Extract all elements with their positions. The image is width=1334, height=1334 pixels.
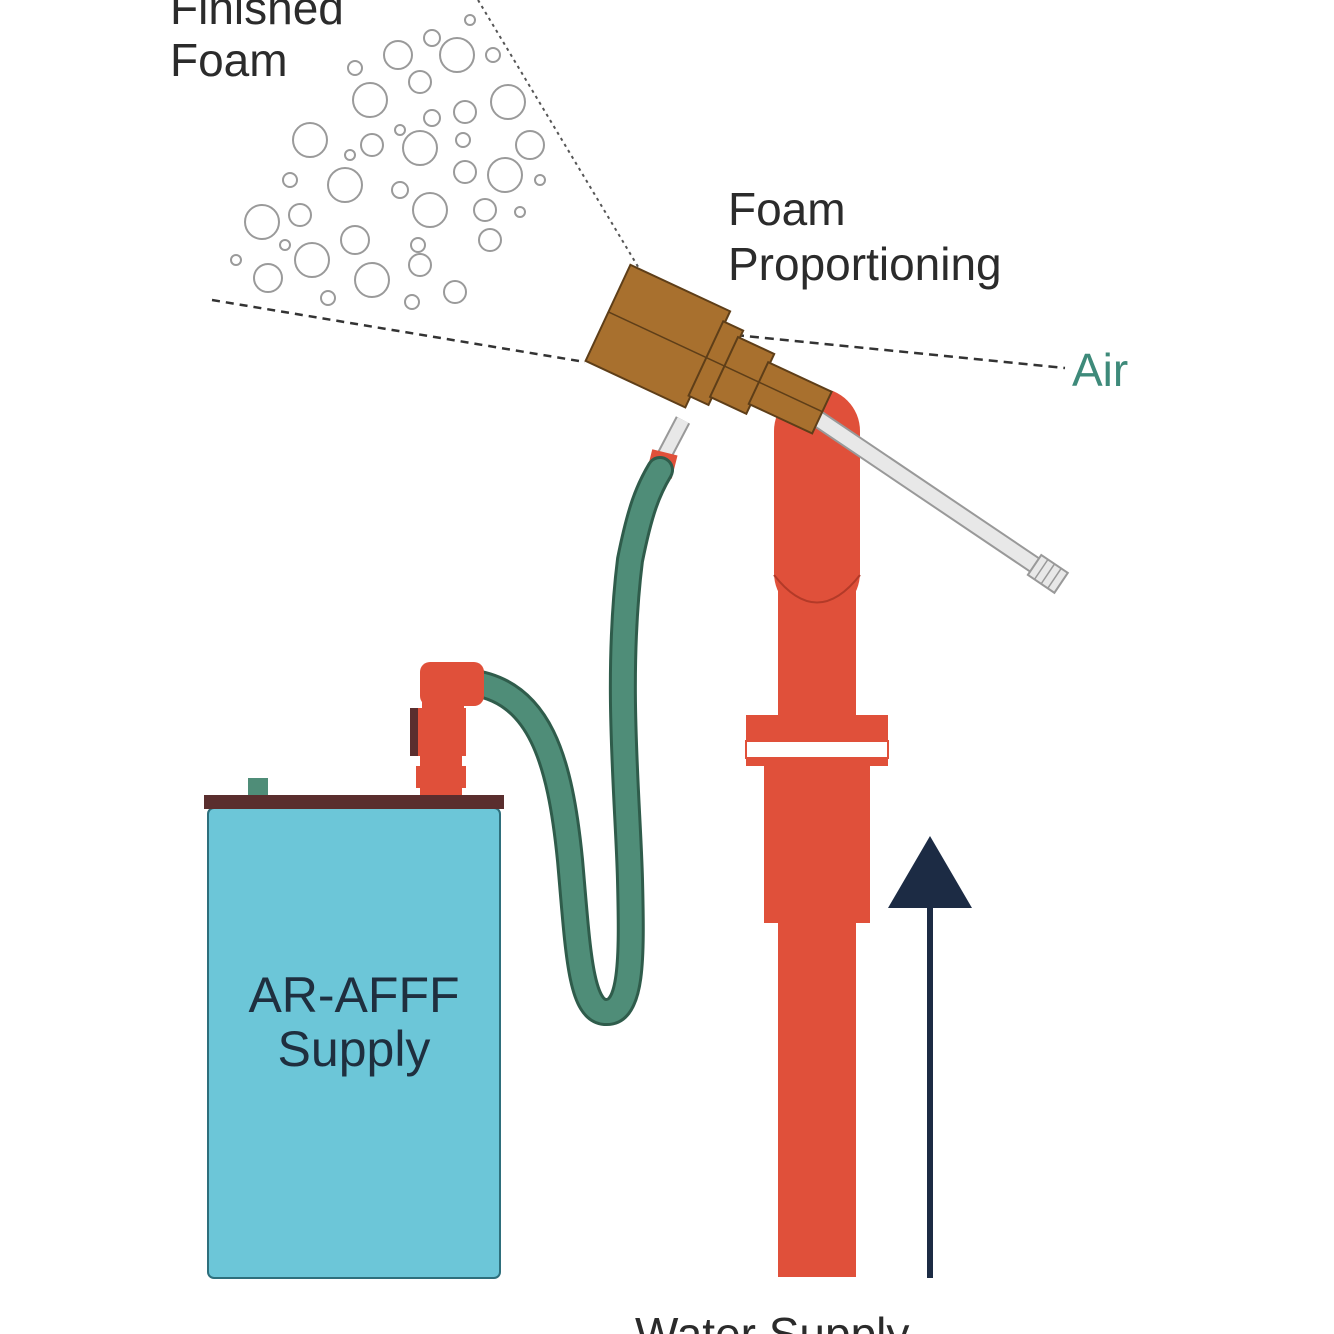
- foam-bubble: [279, 239, 291, 251]
- tank-fitting: [410, 662, 484, 798]
- tank-label-line1: AR-AFFF: [248, 967, 459, 1023]
- foam-bubble: [352, 82, 388, 118]
- foam-bubble: [354, 262, 390, 298]
- foam-bubble: [282, 172, 298, 188]
- foam-bubbles: [230, 14, 546, 310]
- foam-bubble: [320, 290, 336, 306]
- foam-bubble: [347, 60, 363, 76]
- air-line: [734, 333, 1066, 370]
- foam-bubble: [253, 263, 283, 293]
- foam-bubble: [423, 109, 441, 127]
- water-supply-label: Water Supply: [635, 1308, 909, 1334]
- water-flow-arrow: [888, 836, 972, 1278]
- foam-bubble: [410, 237, 426, 253]
- foam-bubble: [230, 254, 242, 266]
- tank-label-line2: Supply: [278, 1021, 431, 1077]
- foam-bubble: [391, 181, 409, 199]
- foam-bubble: [404, 294, 420, 310]
- foam-spray-cone: [211, 0, 641, 364]
- foam-bubble: [423, 29, 441, 47]
- foam-bubble: [439, 37, 475, 73]
- foam-bubble: [402, 130, 438, 166]
- water-pipe: [745, 388, 889, 1277]
- foam-bubble: [340, 225, 370, 255]
- foam-bubble: [394, 124, 406, 136]
- applicator-wand: [784, 391, 1070, 595]
- foam-bubble: [327, 167, 363, 203]
- foam-bubble: [292, 122, 328, 158]
- foam-bubble: [453, 100, 477, 124]
- foam-proportioning-label-line1: Foam: [728, 183, 846, 235]
- foam-bubble: [455, 132, 471, 148]
- foam-bubble: [288, 203, 312, 227]
- pipe-lower-section: [778, 915, 856, 1277]
- air-label: Air: [1072, 344, 1128, 396]
- foam-bubble: [478, 228, 502, 252]
- finished-foam-label-line2: Foam: [170, 34, 288, 86]
- foam-bubble: [360, 133, 384, 157]
- foam-proportioning-label-line2: Proportioning: [728, 238, 1002, 290]
- ar-afff-tank: [204, 778, 504, 1279]
- foam-bubble: [473, 198, 497, 222]
- tank-lid: [204, 795, 504, 809]
- foam-bubble: [485, 47, 501, 63]
- foam-nozzle: [584, 263, 833, 435]
- finished-foam-label-line1: Finished: [170, 0, 344, 34]
- foam-bubble: [464, 14, 476, 26]
- foam-bubble: [515, 130, 545, 160]
- tank-cap: [248, 778, 268, 796]
- foam-bubble: [408, 70, 432, 94]
- foam-bubble: [514, 206, 526, 218]
- pipe-flange-top: [746, 715, 888, 741]
- foam-bubble: [487, 157, 523, 193]
- foam-bubble: [383, 40, 413, 70]
- foam-bubble: [412, 192, 448, 228]
- pipe-flange-bottom: [746, 758, 888, 766]
- foam-bubble: [490, 84, 526, 120]
- foam-bubble: [443, 280, 467, 304]
- pipe-gasket: [745, 740, 889, 759]
- foam-bubble: [344, 149, 356, 161]
- foam-bubble: [408, 253, 432, 277]
- foam-bubble: [534, 174, 546, 186]
- foam-bubble: [453, 160, 477, 184]
- foam-bubble: [244, 204, 280, 240]
- pipe-coupling: [764, 758, 870, 923]
- foam-bubble: [294, 242, 330, 278]
- pipe-riser: [774, 388, 860, 616]
